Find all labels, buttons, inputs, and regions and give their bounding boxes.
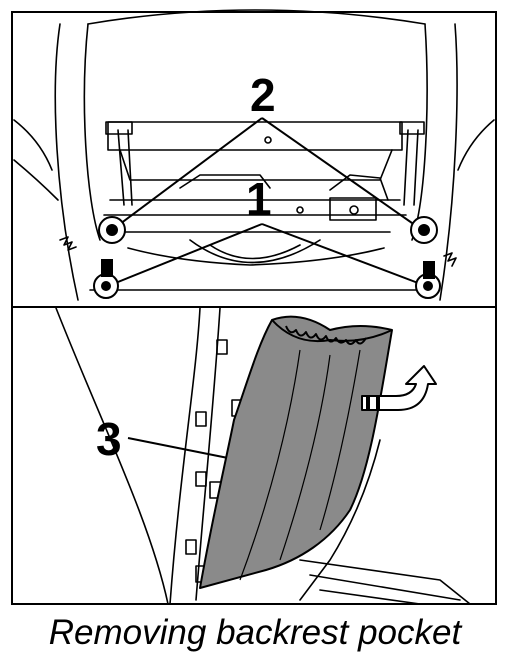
callout-1: 1 — [246, 173, 272, 225]
panel-frame — [11, 11, 497, 605]
callout-3: 3 — [96, 413, 122, 465]
backrest-frame-top-panel — [13, 9, 495, 301]
curved-arrow-icon — [361, 365, 437, 411]
backrest-pocket — [199, 315, 393, 589]
screw-icon — [93, 216, 441, 299]
leader-lines — [107, 117, 427, 461]
seat-back-bottom-panel — [55, 307, 471, 605]
figure-caption: Removing backrest pocket — [48, 613, 462, 652]
callout-2: 2 — [250, 69, 276, 121]
